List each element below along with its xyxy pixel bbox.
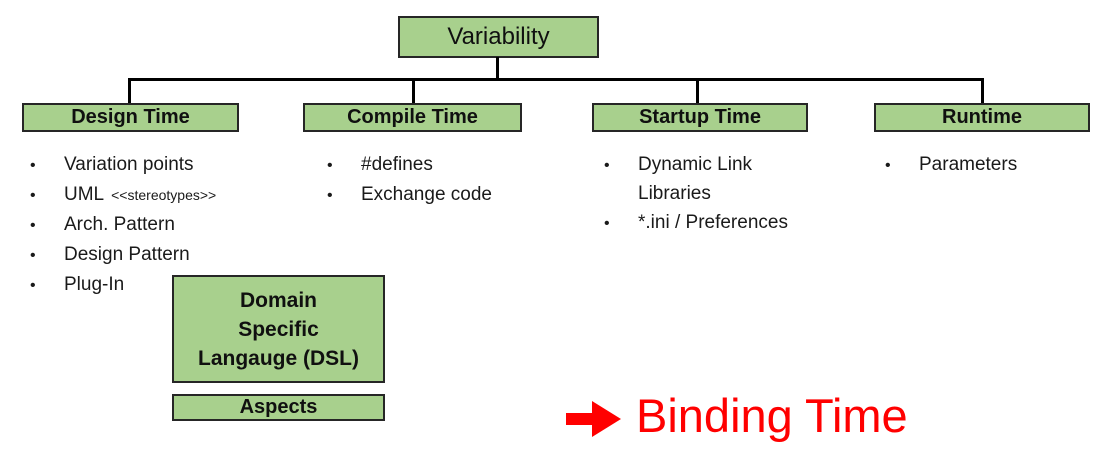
list-item-text: #defines: [361, 154, 433, 175]
bullet-icon: •: [604, 215, 610, 232]
connector-runtime-vertical: [981, 80, 984, 104]
compile-time-list: • #defines • Exchange code: [327, 150, 492, 210]
list-item: • Dynamic Link Libraries: [604, 150, 788, 208]
bullet-icon: •: [30, 277, 36, 294]
connector-root-vertical: [496, 57, 499, 80]
list-item-text: Design Pattern: [64, 244, 190, 265]
variability-label: Variability: [447, 23, 550, 50]
runtime-box: Runtime: [874, 103, 1090, 132]
bullet-icon: •: [327, 157, 333, 174]
list-item-text: Plug-In: [64, 274, 125, 295]
list-item: • Arch. Pattern: [30, 210, 216, 240]
list-item-text: Variation points: [64, 154, 194, 175]
runtime-list: • Parameters: [885, 150, 1017, 180]
bullet-icon: •: [604, 157, 610, 174]
dsl-box: Domain Specific Langauge (DSL): [172, 275, 385, 383]
bullet-icon: •: [327, 187, 333, 204]
bullet-icon: •: [885, 157, 891, 174]
connector-compile-vertical: [412, 80, 415, 104]
design-time-label: Design Time: [71, 106, 190, 128]
list-item: • *.ini / Preferences: [604, 208, 788, 238]
dsl-line-1: Domain: [239, 288, 317, 312]
variability-box: Variability: [398, 16, 599, 58]
list-item-text: Exchange code: [361, 184, 492, 205]
list-item: • UML <<stereotypes>>: [30, 180, 216, 210]
list-item-text: *.ini / Preferences: [638, 212, 788, 233]
runtime-label: Runtime: [942, 106, 1022, 128]
design-time-list: • Variation points • UML <<stereotypes>>…: [30, 150, 216, 300]
list-item: • Parameters: [885, 150, 1017, 180]
design-time-box: Design Time: [22, 103, 239, 132]
list-item: • #defines: [327, 150, 492, 180]
aspects-box: Aspects: [172, 394, 385, 421]
dsl-line-3: Langauge (DSL): [198, 346, 359, 370]
connector-design-vertical: [128, 80, 131, 104]
startup-time-list: • Dynamic Link Libraries • *.ini / Prefe…: [604, 150, 788, 238]
compile-time-box: Compile Time: [303, 103, 522, 132]
list-item: • Variation points: [30, 150, 216, 180]
startup-time-label: Startup Time: [639, 106, 761, 128]
list-item-small-text: <<stereotypes>>: [111, 187, 217, 203]
binding-time-label: Binding Time: [636, 389, 908, 442]
list-item: • Exchange code: [327, 180, 492, 210]
list-item: • Plug-In: [30, 270, 216, 300]
list-item-text: UML: [64, 184, 105, 205]
list-item-text: Dynamic Link Libraries: [638, 154, 753, 204]
connector-horizontal: [128, 78, 984, 81]
bullet-icon: •: [30, 217, 36, 234]
compile-time-label: Compile Time: [347, 106, 478, 128]
bullet-icon: •: [30, 187, 36, 204]
right-arrow-icon: [566, 401, 621, 437]
aspects-label: Aspects: [239, 396, 318, 418]
startup-time-box: Startup Time: [592, 103, 808, 132]
list-item-text: Arch. Pattern: [64, 214, 175, 235]
list-item-text: Parameters: [919, 154, 1018, 175]
binding-time-annotation: Binding Time: [566, 392, 908, 439]
connector-startup-vertical: [696, 80, 699, 104]
bullet-icon: •: [30, 157, 36, 174]
list-item: • Design Pattern: [30, 240, 216, 270]
bullet-icon: •: [30, 247, 36, 264]
dsl-line-2: Specific: [238, 317, 319, 341]
